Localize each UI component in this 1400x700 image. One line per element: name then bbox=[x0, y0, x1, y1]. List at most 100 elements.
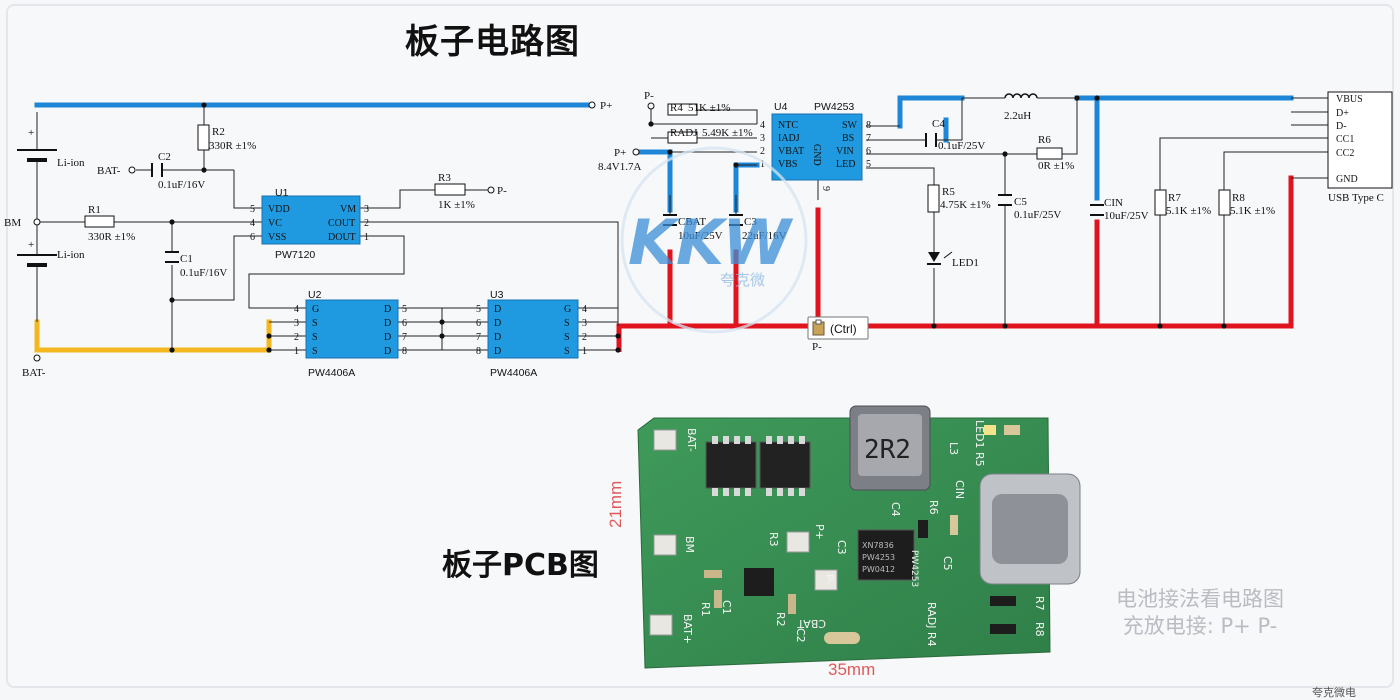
svg-text:0.1uF/16V: 0.1uF/16V bbox=[180, 267, 227, 279]
svg-text:C4: C4 bbox=[889, 502, 902, 517]
pin-name: D bbox=[494, 346, 501, 357]
mosfet-leg bbox=[745, 488, 751, 496]
pin-name: DOUT bbox=[328, 232, 356, 243]
svg-text:5.1K ±1%: 5.1K ±1% bbox=[1230, 205, 1275, 217]
svg-text:CIN: CIN bbox=[953, 480, 966, 499]
pin-name: D bbox=[494, 332, 501, 343]
mosfet-leg bbox=[723, 488, 729, 496]
pin-name: S bbox=[312, 346, 318, 357]
svg-text:R4: R4 bbox=[670, 102, 683, 114]
pin-number: 3 bbox=[364, 204, 369, 215]
net-p-minus-top-label: P- bbox=[644, 90, 654, 102]
pin-name: S bbox=[564, 318, 570, 329]
svg-text:5.49K ±1%: 5.49K ±1% bbox=[702, 127, 753, 139]
junctions bbox=[169, 95, 1227, 353]
mosfet-leg bbox=[788, 488, 794, 496]
svg-text:C2: C2 bbox=[794, 628, 807, 643]
svg-text:R6: R6 bbox=[927, 500, 940, 515]
pin-name: VC bbox=[268, 218, 282, 229]
net-gnd-p-minus bbox=[616, 175, 1294, 352]
svg-text:U3: U3 bbox=[490, 289, 504, 301]
mosfet-leg bbox=[788, 436, 794, 444]
mosfet-leg bbox=[712, 488, 718, 496]
pin-number: 5 bbox=[250, 204, 255, 215]
usb-pin-label: CC1 bbox=[1336, 134, 1354, 145]
pin-number: 5 bbox=[866, 159, 871, 170]
pin-number: 5 bbox=[476, 304, 481, 315]
svg-text:C5: C5 bbox=[1014, 196, 1027, 208]
paste-options-popup[interactable]: (Ctrl) bbox=[807, 316, 869, 340]
svg-text:USB Type C: USB Type C bbox=[1328, 192, 1384, 204]
svg-text:P-: P- bbox=[823, 574, 836, 584]
pin-name: VIN bbox=[836, 146, 854, 157]
pin-number: 8 bbox=[866, 120, 871, 131]
svg-text:CIN: CIN bbox=[1104, 197, 1123, 209]
pin-name: SW bbox=[842, 120, 858, 131]
svg-text:BAT+: BAT+ bbox=[681, 614, 694, 644]
pin-name: COUT bbox=[328, 218, 355, 229]
svg-text:LED1 R5: LED1 R5 bbox=[973, 420, 986, 467]
pin-name: LED bbox=[836, 159, 855, 170]
wiring-note: 电池接法看电路图 充放电接: P+ P- bbox=[1100, 586, 1300, 640]
svg-text:R6: R6 bbox=[1038, 134, 1051, 146]
svg-text:XN7836: XN7836 bbox=[862, 541, 894, 550]
svg-text:LED1: LED1 bbox=[952, 257, 979, 269]
capacitors: C2 0.1uF/16V C1 0.1uF/16V C4 0.1uF/25V C… bbox=[151, 118, 1149, 279]
pin-number: 1 bbox=[364, 232, 369, 243]
schematic-title: 板子电路图 bbox=[405, 22, 580, 62]
mosfet-leg bbox=[712, 436, 718, 444]
svg-text:330R ±1%: 330R ±1% bbox=[88, 231, 135, 243]
svg-text:2.2uH: 2.2uH bbox=[1004, 110, 1031, 122]
pcb-mosfets bbox=[705, 436, 811, 496]
svg-text:R8: R8 bbox=[1232, 192, 1245, 204]
battery-top: + Li-ion bbox=[17, 127, 85, 169]
net-p-plus-84-label: P+ bbox=[614, 147, 626, 159]
svg-text:C4: C4 bbox=[932, 118, 945, 130]
board-width-dimension: 35mm bbox=[828, 660, 876, 679]
svg-text:PW7120: PW7120 bbox=[275, 249, 315, 261]
svg-text:0.1uF/25V: 0.1uF/25V bbox=[938, 140, 985, 152]
svg-text:BAT-: BAT- bbox=[685, 428, 698, 452]
pin-number: 2 bbox=[582, 332, 587, 343]
paste-popup-label: (Ctrl) bbox=[830, 322, 857, 336]
pin-number: 3 bbox=[582, 318, 587, 329]
watermark-subtext: 夸克微 bbox=[720, 271, 765, 289]
usb-pin-label: D- bbox=[1336, 121, 1347, 132]
pin-name: S bbox=[564, 346, 570, 357]
pcb-smd-parts bbox=[704, 425, 1020, 644]
pin-number: 8 bbox=[402, 346, 407, 357]
pcb-charger-chip: XN7836 PW4253 PW0412 bbox=[857, 529, 915, 581]
pin-name: VBS bbox=[778, 159, 797, 170]
svg-text:R5: R5 bbox=[942, 186, 955, 198]
svg-text:PW4406A: PW4406A bbox=[490, 367, 537, 379]
pin-number: 6 bbox=[866, 146, 871, 157]
svg-text:PW4253: PW4253 bbox=[814, 101, 854, 113]
inductor: 2.2uH bbox=[1004, 93, 1038, 122]
watermark-logo-text: KKW bbox=[628, 206, 793, 279]
svg-text:R2: R2 bbox=[212, 126, 225, 138]
svg-text:R7: R7 bbox=[1033, 596, 1046, 611]
pin-name: D bbox=[384, 346, 391, 357]
pin-number: 6 bbox=[250, 232, 255, 243]
svg-text:CBAT: CBAT bbox=[678, 216, 706, 228]
pin-name: D bbox=[384, 318, 391, 329]
pcb-silkscreen: BAT- BM BAT+ P+ P- C1 R1 R2 R3 C2 C3 CBA… bbox=[681, 420, 1046, 647]
pin-number: 2 bbox=[760, 146, 765, 157]
usb-pin-label: VBUS bbox=[1336, 94, 1363, 105]
svg-text:0.1uF/16V: 0.1uF/16V bbox=[158, 179, 205, 191]
pin-number: 6 bbox=[476, 318, 481, 329]
mosfet-leg bbox=[799, 488, 805, 496]
battery-bottom: + Li-ion bbox=[17, 239, 85, 267]
net-bm-label: BM bbox=[4, 217, 21, 229]
highlighted-nets bbox=[34, 95, 1294, 353]
mosfet-leg bbox=[766, 436, 772, 444]
svg-text:C1: C1 bbox=[180, 253, 193, 265]
pin-name: S bbox=[312, 332, 318, 343]
pin-number: 4 bbox=[294, 304, 299, 315]
svg-text:+: + bbox=[28, 127, 34, 139]
svg-text:RADJ: RADJ bbox=[670, 127, 698, 139]
svg-text:C2: C2 bbox=[158, 151, 171, 163]
svg-text:22uF/16V: 22uF/16V bbox=[742, 230, 787, 242]
